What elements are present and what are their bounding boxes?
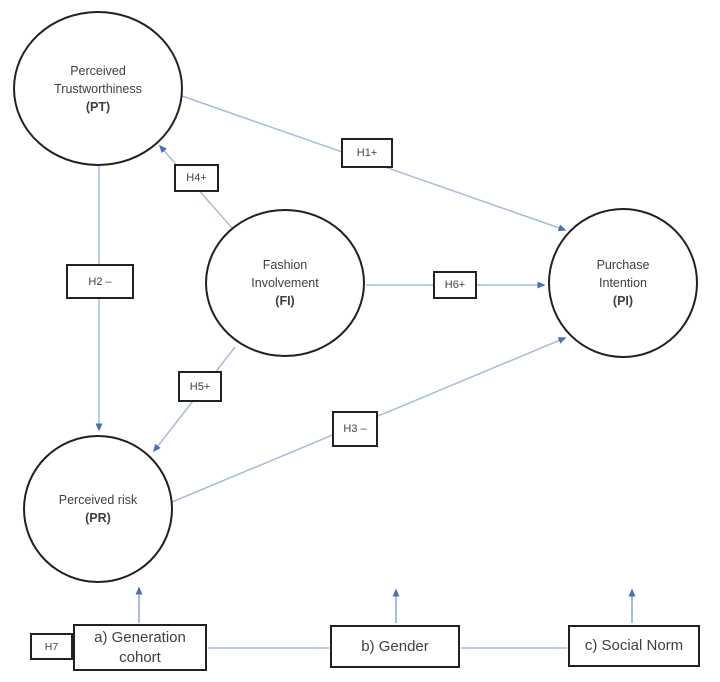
moderator-label-line: cohort xyxy=(119,648,161,666)
moderator-label-line: c) Social Norm xyxy=(584,637,684,654)
moderator-social-norm: c) Social Norm xyxy=(568,625,700,667)
node-perceived-risk: Perceived risk (PR) xyxy=(23,435,173,583)
node-label-line: Perceived risk xyxy=(58,493,138,507)
node-purchase-intention: Purchase Intention (PI) xyxy=(548,208,698,358)
node-label-line: Intention xyxy=(599,276,647,290)
hypothesis-label-h1: H1+ xyxy=(341,138,393,168)
hypothesis-label-h6: H6+ xyxy=(433,271,477,299)
node-abbr: (PT) xyxy=(85,99,111,114)
node-abbr: (FI) xyxy=(275,294,295,308)
moderator-gender: b) Gender xyxy=(330,625,460,668)
node-perceived-trustworthiness: Perceived Trustworthiness (PT) xyxy=(13,11,183,166)
hypothesis-label-h7: H7 xyxy=(30,633,73,660)
hypothesis-label-h4: H4+ xyxy=(174,164,219,192)
node-fashion-involvement: Fashion Involvement (FI) xyxy=(205,209,365,357)
node-label-line: Perceived xyxy=(70,63,126,78)
node-abbr: (PR) xyxy=(85,511,111,525)
node-label-line: Fashion xyxy=(262,258,308,272)
moderator-label-line: a) Generation xyxy=(94,628,186,646)
node-label-line: Trustworthiness xyxy=(54,81,142,96)
node-label-line: Purchase xyxy=(596,258,650,272)
hypothesis-label-h2: H2 – xyxy=(66,264,134,299)
hypothesis-label-h3: H3 – xyxy=(332,411,378,447)
node-label-line: Involvement xyxy=(251,276,319,290)
moderator-generation-cohort: a) Generation cohort xyxy=(73,624,207,671)
moderator-label-line: b) Gender xyxy=(361,637,429,655)
hypothesis-label-h5: H5+ xyxy=(178,371,222,402)
node-abbr: (PI) xyxy=(612,294,634,308)
